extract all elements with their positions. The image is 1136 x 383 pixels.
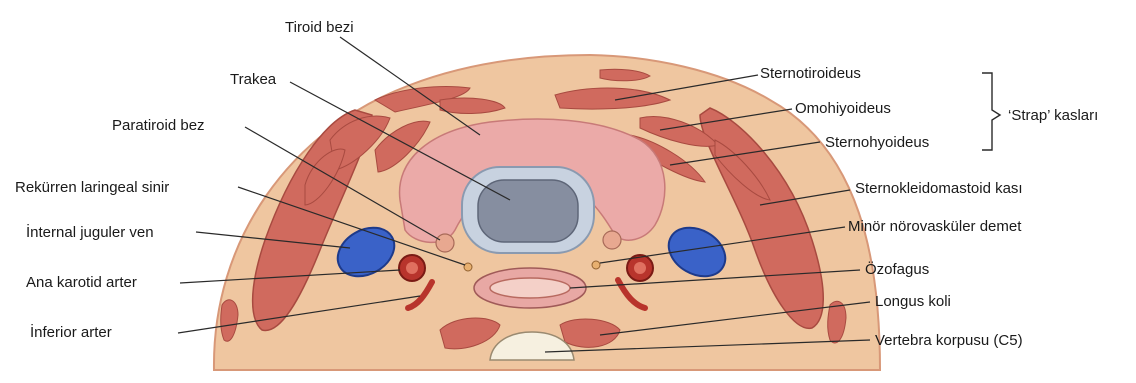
label-paratiroid-bez: Paratiroid bez: [112, 117, 205, 134]
label-ozofagus: Özofagus: [865, 260, 929, 278]
label-longus-koli: Longus koli: [875, 293, 951, 310]
label-sternotiroideus: Sternotiroideus: [760, 65, 861, 82]
recurrent-laryngeal-nerve: [464, 263, 472, 271]
parathyroid-right: [603, 231, 621, 249]
common-carotid-artery-left-inner: [406, 262, 418, 274]
label-tiroid-bezi: Tiroid bezi: [285, 19, 354, 36]
minor-neurovascular-bundle: [592, 261, 600, 269]
parathyroid-left: [436, 234, 454, 252]
common-carotid-artery-right-inner: [634, 262, 646, 274]
label-sternohyoideus: Sternohyoideus: [825, 134, 929, 151]
label-inferior-arter: İnferior arter: [30, 323, 112, 341]
label-ana-karotid-arter: Ana karotid arter: [26, 274, 137, 291]
label-rekurren-laringeal-sinir: Rekürren laringeal sinir: [15, 179, 169, 196]
trachea-lumen: [478, 180, 578, 242]
label-strap-kaslari: ‘Strap’ kasları: [1008, 107, 1098, 124]
label-sternokleidomastoid: Sternokleidomastoid kası: [855, 180, 1023, 197]
label-vertebra-korpusu: Vertebra korpusu (C5): [875, 332, 1023, 349]
label-trakea: Trakea: [230, 71, 277, 88]
label-internal-juguler-ven: İnternal juguler ven: [26, 223, 154, 241]
label-omohiyoideus: Omohiyoideus: [795, 100, 891, 117]
esophagus-lumen: [490, 278, 570, 298]
label-minor-norovaskuler-demet: Minör nörovasküler demet: [848, 218, 1022, 235]
